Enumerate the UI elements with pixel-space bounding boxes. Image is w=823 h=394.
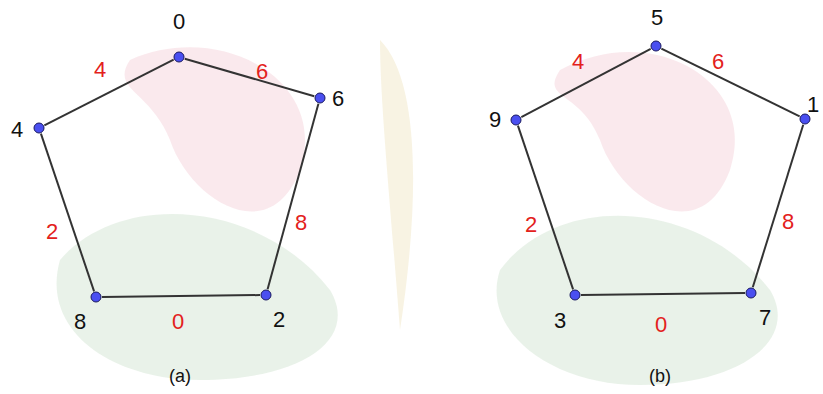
vertex-circle	[174, 52, 184, 62]
vertex-dot: 0	[173, 51, 185, 63]
vertex-circle	[91, 292, 101, 302]
vertex-dot: 7	[745, 287, 757, 299]
pentagon-edge	[521, 49, 650, 117]
vertex-dot: 8	[90, 291, 102, 303]
vertex-label: 4	[11, 119, 23, 141]
vertex-circle	[315, 93, 325, 103]
vertex-circle	[34, 123, 44, 133]
edge-label: 2	[46, 221, 58, 243]
pentagon-edge	[661, 49, 799, 117]
vertex-circle	[261, 290, 271, 300]
vertex-shape	[569, 289, 581, 301]
edge-label: 8	[295, 212, 307, 234]
edge-label: 2	[525, 214, 537, 236]
watermark-shape	[555, 52, 735, 212]
vertex-shape	[90, 291, 102, 303]
vertex-dot: 1	[799, 113, 811, 125]
vertex-circle	[746, 288, 756, 298]
vertex-circle	[651, 41, 661, 51]
vertex-label: 2	[273, 309, 285, 331]
pentagon-edge	[41, 134, 94, 292]
vertex-label: 6	[332, 88, 344, 110]
watermark-shape	[57, 214, 338, 380]
edge-label: 0	[655, 314, 667, 336]
pentagon-edge	[268, 104, 319, 289]
vertex-shape	[510, 114, 522, 126]
vertex-shape	[260, 289, 272, 301]
edge-label: 6	[256, 61, 268, 83]
vertex-label: 8	[74, 311, 86, 333]
watermark-shape	[497, 216, 778, 385]
edge-label: 4	[572, 51, 584, 73]
vertex-dot: 3	[569, 289, 581, 301]
pentagon-edge	[185, 59, 314, 97]
vertex-circle	[570, 290, 580, 300]
vertex-circle	[511, 115, 521, 125]
vertex-shape	[650, 40, 662, 52]
vertex-shape	[173, 51, 185, 63]
vertex-dot: 2	[260, 289, 272, 301]
pentagon-edge	[102, 295, 260, 297]
pentagon-edge	[518, 126, 573, 290]
vertex-shape	[314, 92, 326, 104]
pentagon-edge	[581, 293, 745, 295]
vertex-shape	[33, 122, 45, 134]
vertex-label: 3	[554, 310, 566, 332]
edge-label: 4	[94, 59, 106, 81]
edge-label: 8	[782, 211, 794, 233]
watermark-shape	[380, 40, 413, 330]
vertex-label: 9	[489, 109, 501, 131]
subfigure-caption: (a)	[169, 367, 191, 385]
edge-label: 0	[172, 311, 184, 333]
vertex-label: 1	[807, 94, 819, 116]
vertex-shape	[745, 287, 757, 299]
pentagon-edge	[753, 125, 803, 288]
vertex-dot: 4	[33, 122, 45, 134]
vertex-dot: 6	[314, 92, 326, 104]
vertex-dot: 9	[510, 114, 522, 126]
subfigure-caption: (b)	[649, 367, 671, 385]
vertex-label: 0	[173, 11, 185, 33]
vertex-label: 5	[651, 7, 663, 29]
vertex-dot: 5	[650, 40, 662, 52]
pentagon-edge	[44, 60, 173, 126]
vertex-label: 7	[759, 307, 771, 329]
edge-label: 6	[712, 51, 724, 73]
